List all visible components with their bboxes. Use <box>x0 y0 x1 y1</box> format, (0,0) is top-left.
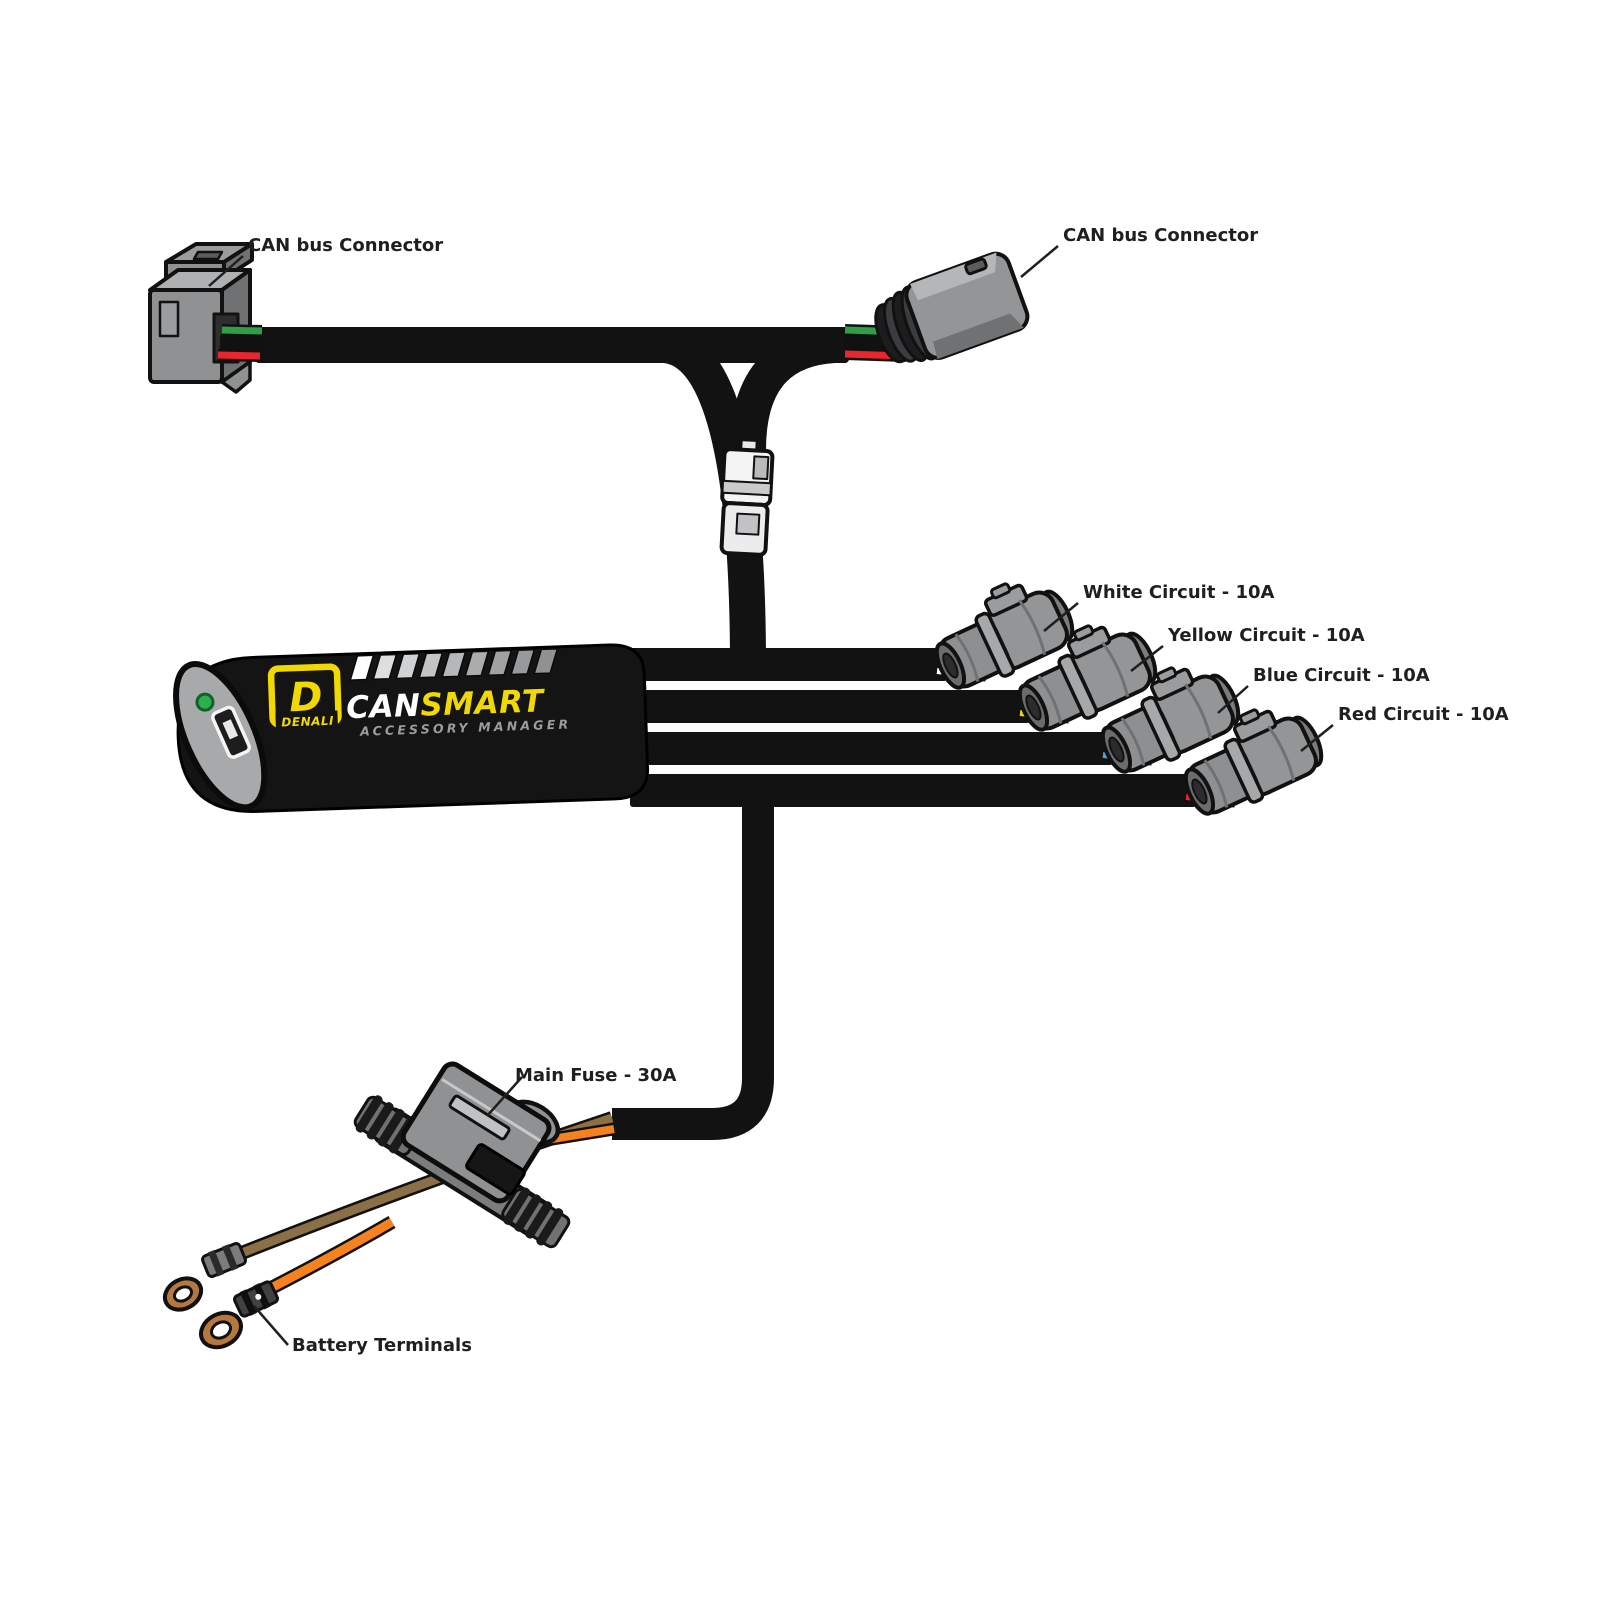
can-left-wire-green <box>221 326 263 335</box>
leader-red-circuit <box>1300 724 1334 752</box>
fuse-window <box>465 1143 526 1196</box>
top-can-harness <box>148 242 1030 667</box>
label-white-circuit: White Circuit - 10A <box>1083 582 1274 603</box>
crimp-sleeve-2 <box>233 1280 279 1318</box>
denali-brand: DENALI <box>281 714 334 730</box>
crimp-sleeve-1 <box>201 1242 247 1278</box>
red-circuit-cable <box>630 774 1196 807</box>
denali-logo: D DENALI <box>267 663 342 730</box>
label-red-circuit: Red Circuit - 10A <box>1338 704 1509 725</box>
inline-connector <box>719 438 775 557</box>
usb-port-icon <box>211 705 251 759</box>
label-can-bus-right: CAN bus Connector <box>1063 225 1258 246</box>
status-led <box>195 692 215 712</box>
fuse-battery-assembly <box>162 1061 616 1350</box>
battery-terminal-ring-2 <box>198 1310 244 1350</box>
leader-can-left <box>208 255 244 287</box>
device-subtitle: ACCESSORY MANAGER <box>359 716 572 738</box>
can-bus-cable <box>255 327 849 363</box>
power-cable <box>612 792 774 1140</box>
device-name-smart: SMART <box>420 683 547 723</box>
label-yellow-circuit: Yellow Circuit - 10A <box>1167 625 1365 646</box>
can-left-wire-red <box>217 351 261 360</box>
label-battery-terminals: Battery Terminals <box>292 1335 472 1356</box>
labels: CAN bus Connector CAN bus Connector Whit… <box>208 225 1509 1356</box>
leader-can-right <box>1020 245 1059 278</box>
can-left-wires <box>217 324 263 362</box>
battery-terminal-ring-1 <box>162 1276 204 1312</box>
label-can-bus-left: CAN bus Connector <box>248 235 443 256</box>
label-blue-circuit: Blue Circuit - 10A <box>1253 665 1430 686</box>
device-name: CANSMART <box>346 683 547 726</box>
leader-battery-terminals <box>253 1305 289 1346</box>
white-circuit-cable <box>600 648 947 681</box>
blue-circuit-cable <box>615 732 1113 765</box>
device-name-can: CAN <box>346 688 421 727</box>
yellow-circuit-cable <box>605 690 1030 723</box>
circuit-cables <box>600 562 1333 828</box>
leader-blue-circuit <box>1217 685 1249 714</box>
main-fuse-holder <box>353 1061 571 1249</box>
leader-white-circuit <box>1043 602 1079 632</box>
can-bus-connector-right <box>874 251 1030 364</box>
can-bus-connector-left <box>148 242 254 394</box>
cansmart-device: D DENALI CANSMART ACCESSORY MANAGER <box>173 643 650 813</box>
leader-main-fuse <box>486 1076 523 1117</box>
status-bars <box>349 648 559 681</box>
label-main-fuse: Main Fuse - 30A <box>515 1065 676 1086</box>
leader-yellow-circuit <box>1130 645 1164 672</box>
can-left-wire-black <box>219 334 263 352</box>
